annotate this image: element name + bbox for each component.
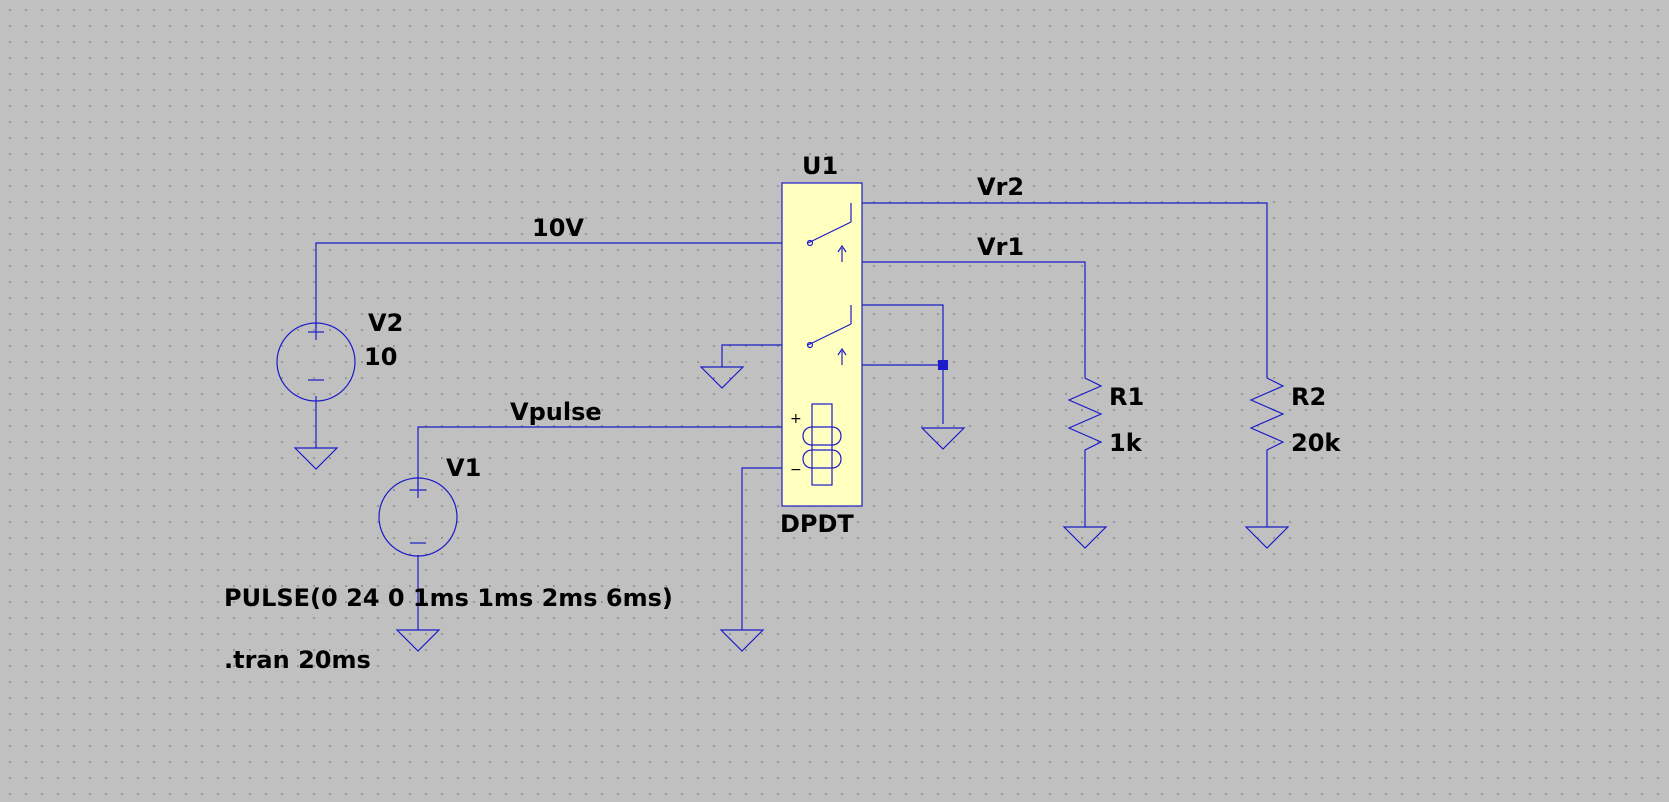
net-labels: 10V Vr2 Vr1 Vpulse — [510, 173, 1024, 426]
ground-icon[interactable] — [395, 629, 441, 652]
ground-icon[interactable] — [719, 629, 765, 652]
coil-plus-label: + — [790, 411, 802, 427]
wire-u1-com2-gnd[interactable] — [721, 344, 808, 367]
wire-10v[interactable] — [315, 242, 808, 328]
v2-name-label: V2 — [368, 309, 403, 337]
wire-vpulse[interactable] — [417, 426, 812, 487]
junction-dot — [938, 360, 948, 370]
relay-switch-2 — [806, 305, 852, 365]
coil-minus-label: − — [790, 462, 802, 478]
relay-u1[interactable]: + − U1 DPDT — [780, 152, 863, 538]
u1-name-label: U1 — [802, 152, 838, 180]
ground-icon[interactable] — [920, 427, 966, 450]
net-label-10v[interactable]: 10V — [532, 214, 584, 242]
r2-name-label: R2 — [1291, 383, 1326, 411]
v2-value-label: 10 — [364, 343, 397, 371]
net-label-vpulse[interactable]: Vpulse — [510, 398, 602, 426]
ground-icon[interactable] — [1244, 526, 1290, 549]
resistor-r2[interactable]: R2 20k — [1249, 375, 1341, 460]
v1-name-label: V1 — [446, 454, 481, 482]
voltage-source-v1[interactable]: V1 — [378, 454, 481, 557]
relay-switch-1 — [806, 203, 852, 262]
ground-icon[interactable] — [699, 366, 745, 389]
wire-u1-nc2-loop[interactable] — [851, 304, 944, 424]
net-label-vr2[interactable]: Vr2 — [977, 173, 1024, 201]
resistor-r1[interactable]: R1 1k — [1067, 375, 1144, 460]
v1-pulse-value[interactable]: PULSE(0 24 0 1ms 1ms 2ms 6ms) — [224, 584, 673, 612]
ground-icon[interactable] — [1062, 526, 1108, 549]
wire-vr2[interactable] — [851, 202, 1268, 375]
voltage-source-v2[interactable]: V2 10 — [276, 309, 403, 402]
spice-directives: PULSE(0 24 0 1ms 1ms 2ms 6ms) .tran 20ms — [224, 584, 673, 674]
relay-body — [781, 182, 863, 507]
net-label-vr1[interactable]: Vr1 — [977, 233, 1024, 261]
wire-vr1[interactable] — [842, 261, 1086, 375]
r1-name-label: R1 — [1109, 383, 1144, 411]
u1-value-label: DPDT — [780, 510, 854, 538]
r2-value-label: 20k — [1291, 429, 1341, 457]
r1-value-label: 1k — [1109, 429, 1143, 457]
tran-directive[interactable]: .tran 20ms — [224, 646, 371, 674]
ground-symbols — [293, 366, 1290, 652]
wires — [315, 202, 1268, 630]
relay-coil: + − — [790, 403, 842, 486]
ground-icon[interactable] — [293, 447, 339, 470]
